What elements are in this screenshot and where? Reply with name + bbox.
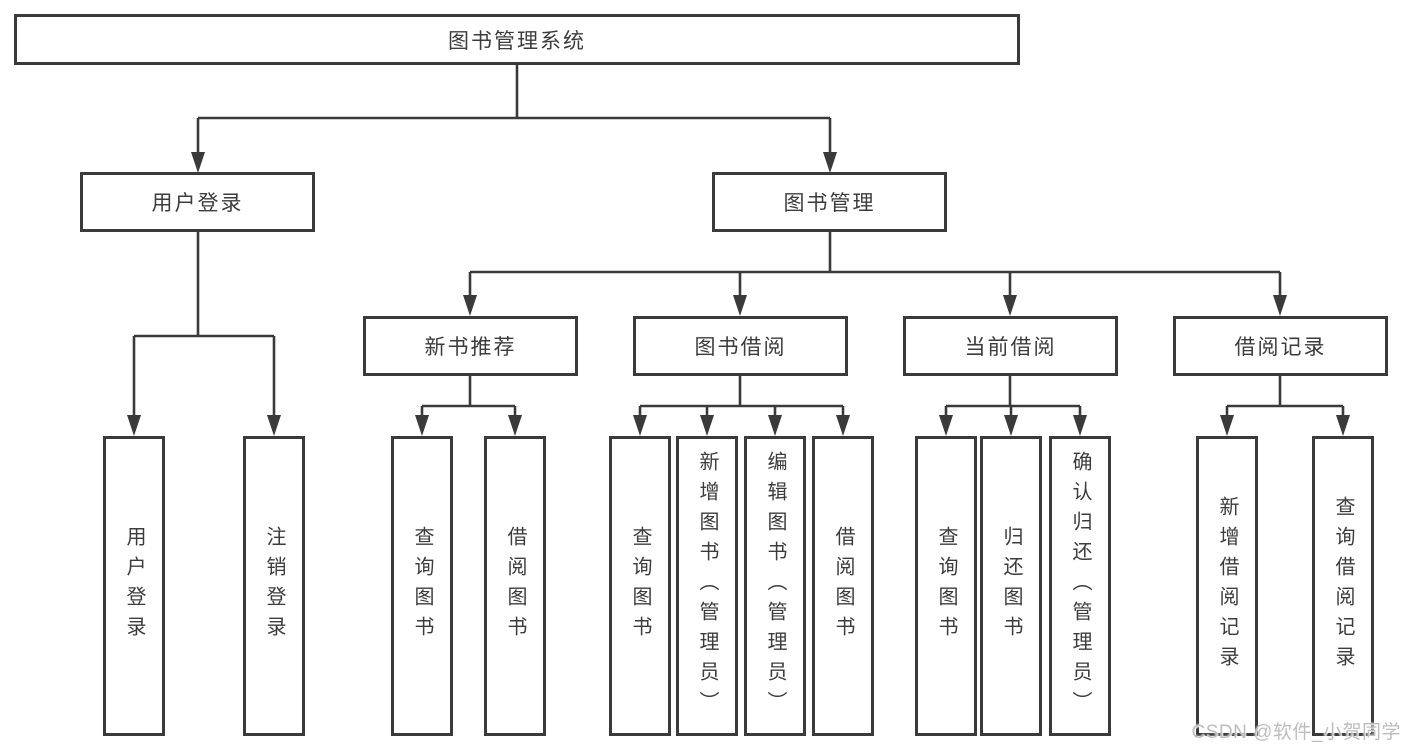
node-root-system-label: 图书管理系统 bbox=[448, 29, 586, 53]
leaf-current-confirm-return-admin-label: 确认归还（管理员） bbox=[1069, 451, 1091, 721]
leaf-user-login-label: 用户登录 bbox=[123, 526, 145, 646]
leaf-current-query-books: 查询图书 bbox=[915, 436, 977, 736]
leaf-borrow-add-books-admin: 新增图书（管理员） bbox=[676, 436, 738, 736]
leaf-current-query-books-label: 查询图书 bbox=[935, 526, 957, 646]
node-new-book-recommend-label: 新书推荐 bbox=[424, 336, 517, 359]
leaf-recommend-query-books: 查询图书 bbox=[391, 436, 453, 736]
leaf-current-return-books-label: 归还图书 bbox=[1000, 526, 1022, 646]
node-user-login-group: 用户登录 bbox=[80, 172, 315, 232]
leaf-logout-label: 注销登录 bbox=[263, 526, 285, 646]
leaf-borrow-edit-books-admin-label: 编辑图书（管理员） bbox=[764, 451, 786, 721]
leaf-current-confirm-return-admin: 确认归还（管理员） bbox=[1049, 436, 1111, 736]
node-user-login-group-label: 用户登录 bbox=[151, 192, 244, 215]
leaf-records-query-record-label: 查询借阅记录 bbox=[1332, 496, 1354, 676]
leaf-records-query-record: 查询借阅记录 bbox=[1312, 436, 1374, 736]
leaf-records-add-record: 新增借阅记录 bbox=[1196, 436, 1258, 736]
csdn-watermark: CSDN @软件_小贺同学 bbox=[1191, 722, 1401, 743]
leaf-borrow-edit-books-admin: 编辑图书（管理员） bbox=[744, 436, 806, 736]
leaf-borrow-borrow-books: 借阅图书 bbox=[812, 436, 874, 736]
node-current-borrow-label: 当前借阅 bbox=[964, 336, 1057, 359]
node-borrow-records-label: 借阅记录 bbox=[1234, 336, 1327, 359]
node-book-borrow: 图书借阅 bbox=[633, 316, 848, 376]
leaf-user-login: 用户登录 bbox=[103, 436, 165, 736]
node-current-borrow: 当前借阅 bbox=[903, 316, 1118, 376]
leaf-borrow-add-books-admin-label: 新增图书（管理员） bbox=[696, 451, 718, 721]
node-book-borrow-label: 图书借阅 bbox=[694, 336, 787, 359]
leaf-recommend-query-books-label: 查询图书 bbox=[411, 526, 433, 646]
leaf-recommend-borrow-books: 借阅图书 bbox=[484, 436, 546, 736]
leaf-borrow-query-books-label: 查询图书 bbox=[629, 526, 651, 646]
leaf-logout: 注销登录 bbox=[243, 436, 305, 736]
node-root-system: 图书管理系统 bbox=[14, 14, 1020, 65]
arrowheads bbox=[127, 152, 1350, 436]
leaf-records-add-record-label: 新增借阅记录 bbox=[1216, 496, 1238, 676]
leaf-recommend-borrow-books-label: 借阅图书 bbox=[504, 526, 526, 646]
leaf-borrow-query-books: 查询图书 bbox=[609, 436, 671, 736]
node-new-book-recommend: 新书推荐 bbox=[363, 316, 578, 376]
node-book-management: 图书管理 bbox=[712, 172, 947, 232]
leaf-borrow-borrow-books-label: 借阅图书 bbox=[832, 526, 854, 646]
leaf-current-return-books: 归还图书 bbox=[980, 436, 1042, 736]
node-borrow-records: 借阅记录 bbox=[1173, 316, 1388, 376]
node-book-management-label: 图书管理 bbox=[783, 192, 876, 215]
